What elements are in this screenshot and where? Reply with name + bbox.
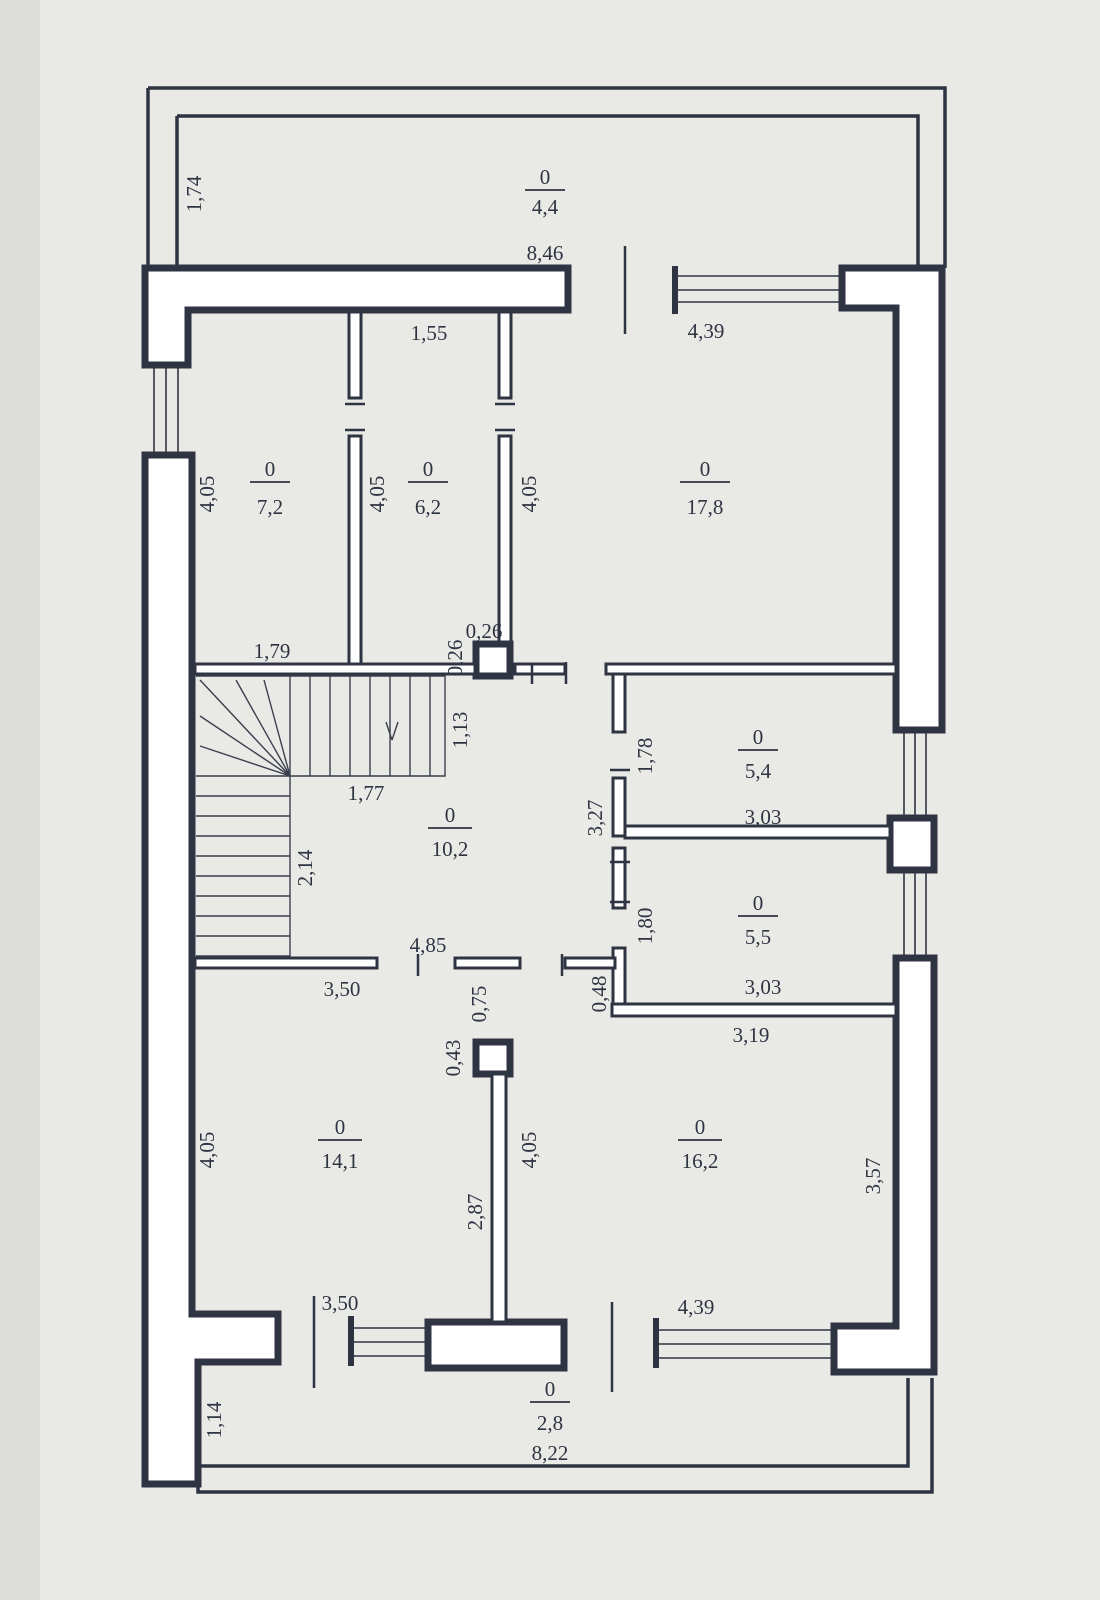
dimension-label: 3,19	[733, 1023, 770, 1047]
room-area: 6,2	[415, 495, 441, 519]
room-code: 0	[545, 1377, 556, 1401]
room-area: 7,2	[257, 495, 283, 519]
dimension-label: 1,78	[633, 738, 657, 775]
dimension-label: 3,03	[745, 975, 782, 999]
room-area: 2,8	[537, 1411, 563, 1435]
room-area: 5,5	[745, 925, 771, 949]
room-area: 14,1	[322, 1149, 359, 1173]
room-code: 0	[423, 457, 434, 481]
room-code: 0	[335, 1115, 346, 1139]
room-label-room-g: 0 16,2	[678, 1115, 722, 1173]
dimension-label: 2,14	[293, 849, 317, 886]
room-label-room-f: 0 14,1	[318, 1115, 362, 1173]
room-label-balcony-top: 0 4,4	[525, 165, 565, 219]
room-code: 0	[265, 457, 276, 481]
room-label-room-b: 0 6,2	[408, 457, 448, 519]
dimension-label: 4,05	[195, 476, 219, 513]
room-code: 0	[695, 1115, 706, 1139]
dimension-label: 4,39	[678, 1295, 715, 1319]
dimension-label: 3,57	[861, 1158, 885, 1195]
room-label-room-a: 0 7,2	[250, 457, 290, 519]
dimension-label: 4,39	[688, 319, 725, 343]
dimension-label: 4,05	[195, 1132, 219, 1169]
dimension-label: 3,50	[324, 977, 361, 1001]
room-code: 0	[540, 165, 551, 189]
room-label-balcony-bottom: 0 2,8	[530, 1377, 570, 1435]
dimension-label: 1,80	[633, 908, 657, 945]
room-area: 4,4	[532, 195, 559, 219]
exterior-walls	[141, 264, 946, 1488]
dimension-label: 3,50	[322, 1291, 359, 1315]
balcony-top-outline	[146, 86, 947, 268]
dimension-label: 8,46	[527, 241, 564, 265]
room-code: 0	[753, 725, 764, 749]
dimension-label: 4,05	[517, 476, 541, 513]
dimension-label: 4,85	[410, 933, 447, 957]
room-area: 17,8	[687, 495, 724, 519]
dimension-label: 1,55	[411, 321, 448, 345]
interior-walls	[193, 310, 898, 1324]
dimension-label: 1,79	[254, 639, 291, 663]
room-label-hall: 0 10,2	[428, 803, 472, 861]
dimension-label: 1,77	[348, 781, 385, 805]
dimension-label: 0,26	[466, 619, 503, 643]
dimension-labels: 1,74 8,46 4,39 1,55 4,05 4,05 4,05 0,26 …	[182, 175, 885, 1465]
room-area: 10,2	[432, 837, 469, 861]
dimension-label: 3,03	[745, 805, 782, 829]
room-code: 0	[700, 457, 711, 481]
dimension-label: 8,22	[532, 1441, 569, 1465]
dimension-label: 3,27	[583, 800, 607, 837]
dimension-label: 4,05	[365, 476, 389, 513]
dimension-label: 1,74	[182, 175, 206, 212]
dimension-label: 4,05	[517, 1132, 541, 1169]
dimension-label: 0,48	[587, 976, 611, 1013]
dimension-label: 1,13	[448, 712, 472, 749]
staircase	[196, 675, 446, 957]
dimension-label: 1,14	[202, 1401, 226, 1438]
dimension-label: 0,26	[443, 640, 467, 677]
room-area: 5,4	[745, 759, 772, 783]
room-code: 0	[445, 803, 456, 827]
dimension-label: 2,87	[463, 1194, 487, 1231]
room-label-room-d: 0 5,4	[738, 725, 778, 783]
room-code: 0	[753, 891, 764, 915]
windows	[153, 246, 927, 1392]
dimension-label: 0,75	[467, 986, 491, 1023]
room-label-room-c: 0 17,8	[680, 457, 730, 519]
room-label-room-e: 0 5,5	[738, 891, 778, 949]
dimension-label: 0,43	[441, 1040, 465, 1077]
room-area: 16,2	[682, 1149, 719, 1173]
